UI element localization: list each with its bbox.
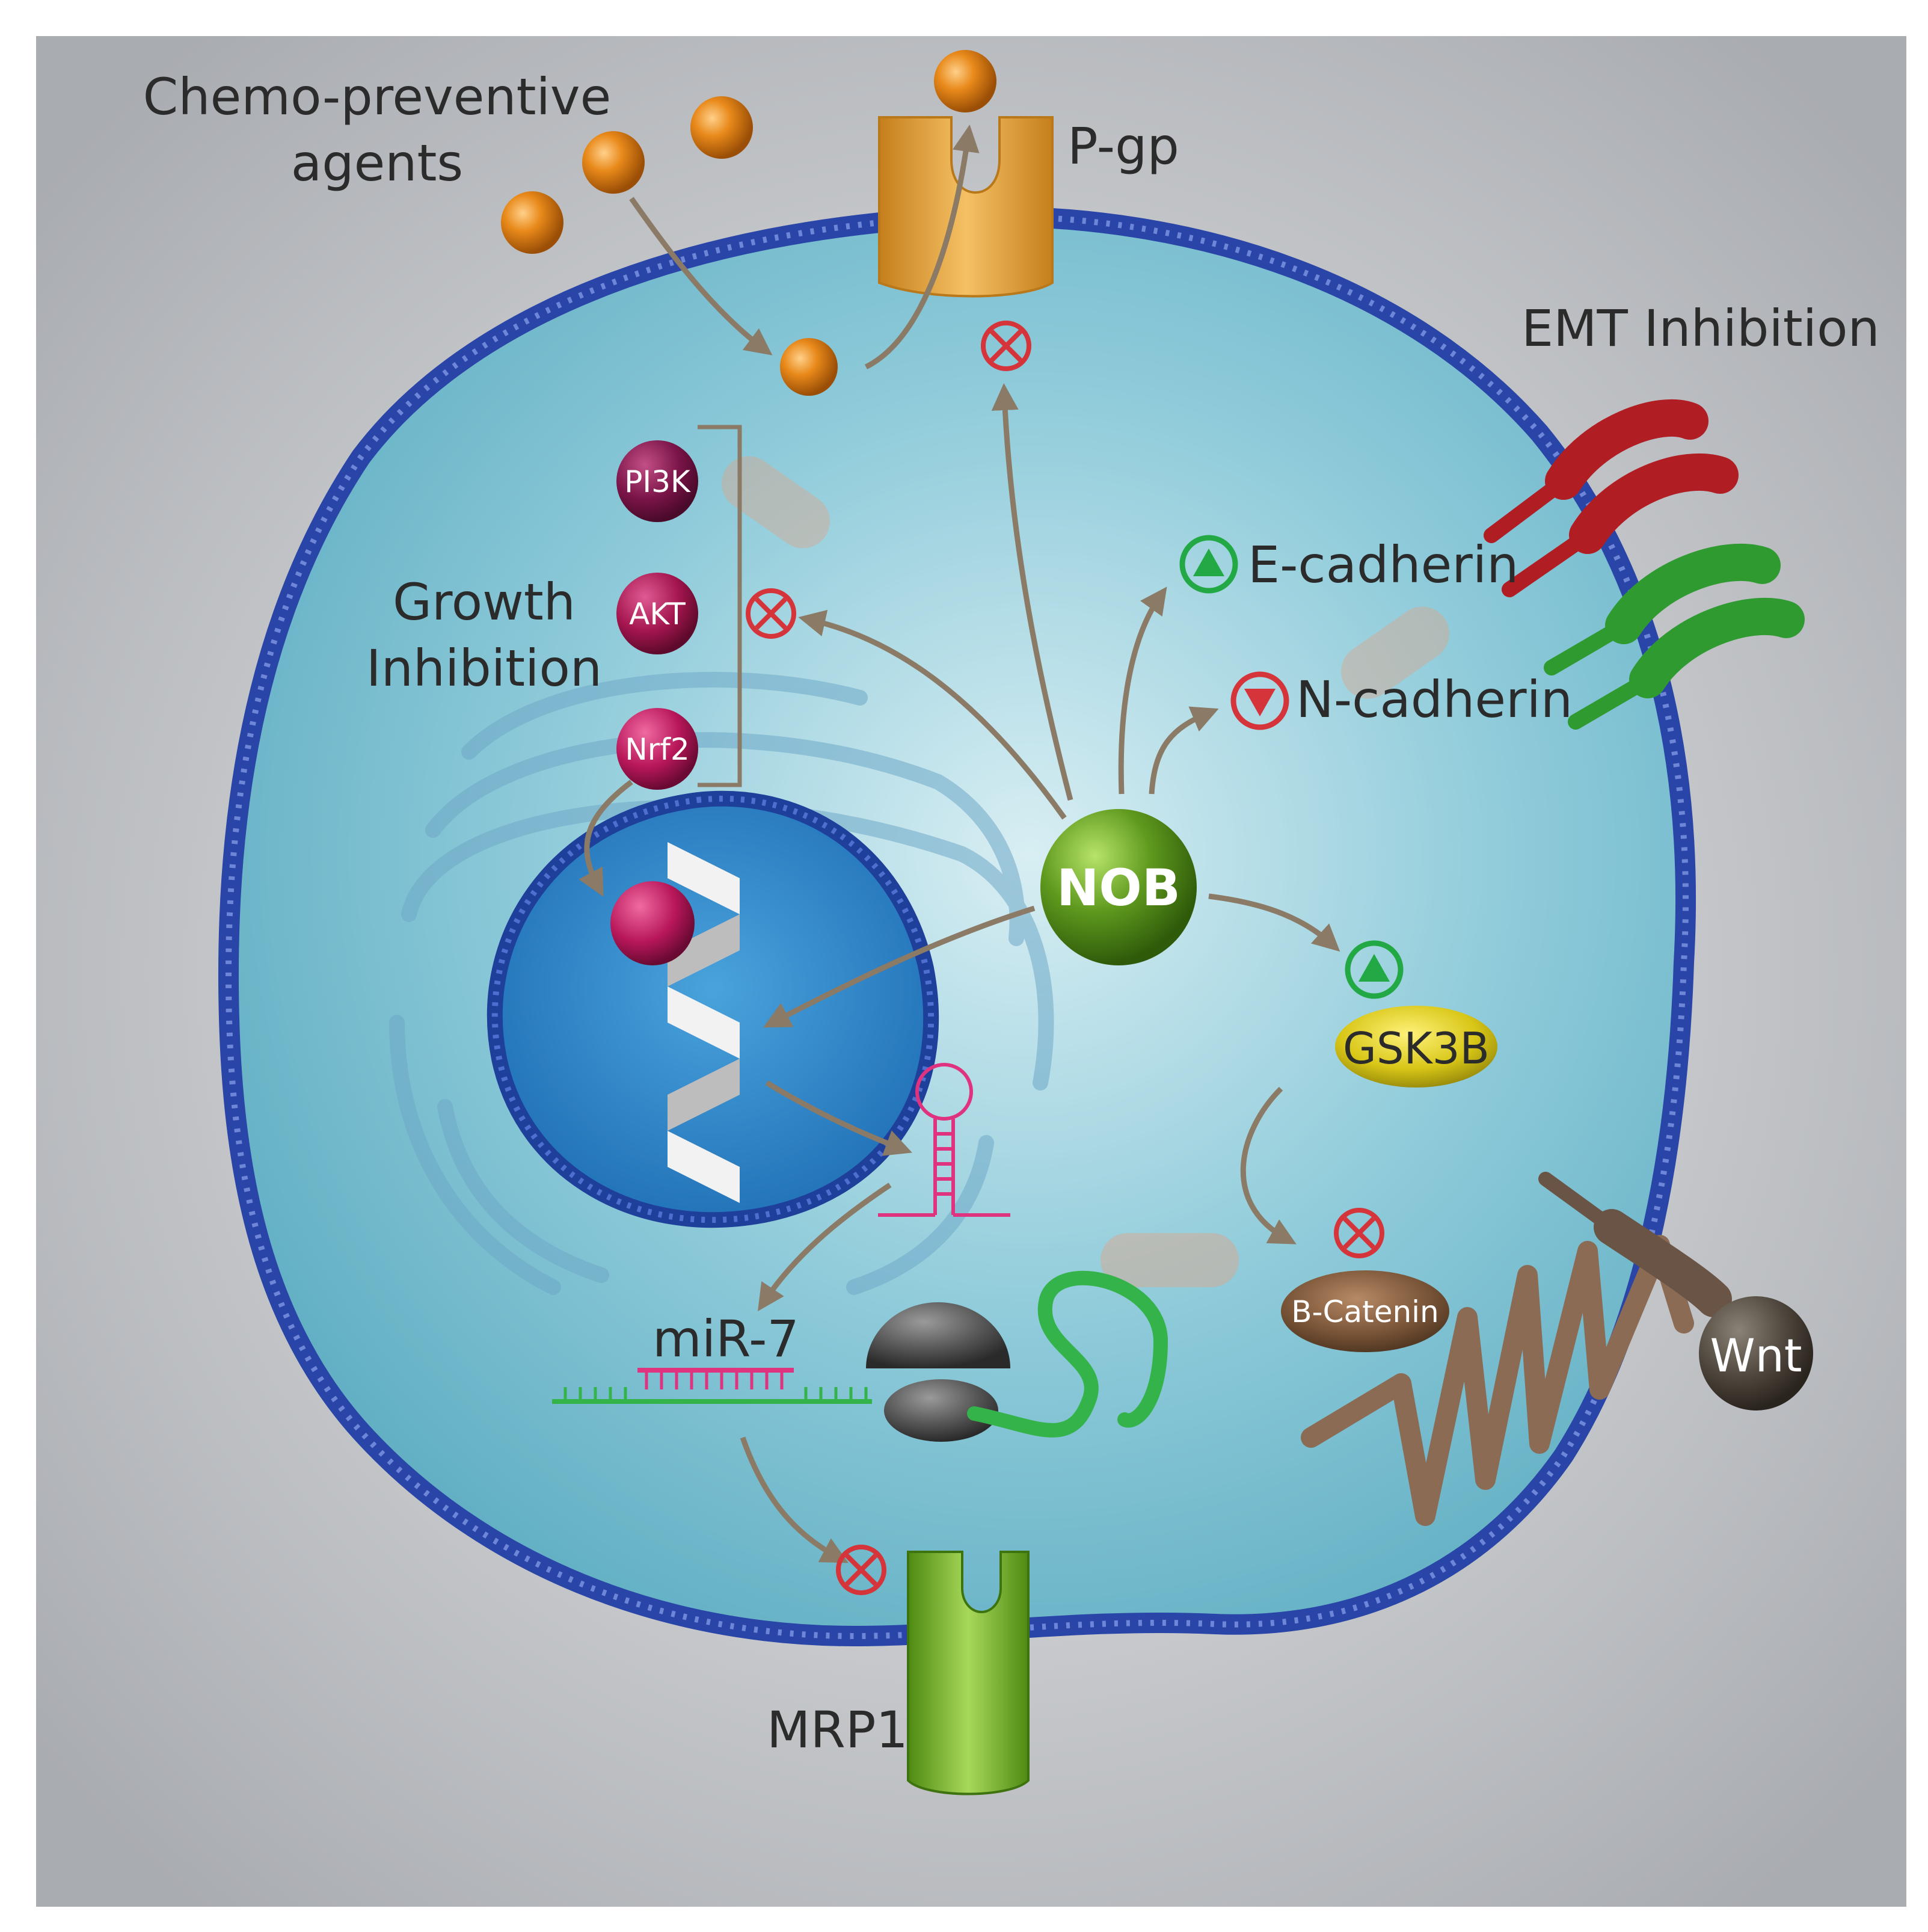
- mitochondrion-bottom: [1101, 1233, 1239, 1287]
- agent-ball: [934, 50, 996, 112]
- agent-ball: [501, 191, 563, 254]
- label-mrp1: MRP1: [767, 1700, 908, 1759]
- agent-ball: [780, 338, 838, 396]
- label-agents: agents: [291, 134, 463, 192]
- label-mir7: miR-7: [652, 1309, 799, 1368]
- endoplasmic-reticulum: [389, 672, 1054, 1295]
- label-b-catenin: B-Catenin: [1291, 1294, 1439, 1329]
- mitochondrion-right: [1340, 606, 1450, 699]
- peptide-chain: [967, 1270, 1168, 1438]
- nob-ball: [1040, 809, 1197, 965]
- agent-ball: [690, 96, 753, 159]
- pathway-arrows: [579, 125, 1340, 1563]
- n-cadherin-receptor: [1544, 543, 1805, 730]
- label-nrf2: Nrf2: [625, 732, 689, 767]
- nrf2-in-nucleus: [610, 881, 695, 965]
- wnt-ball: [1699, 1296, 1813, 1411]
- mirna-hairpin-icon: [878, 1063, 1010, 1217]
- mrna-strand: [552, 1387, 872, 1404]
- label-emt-inhibition: EMT Inhibition: [1521, 299, 1880, 358]
- label-inhibition: Inhibition: [366, 639, 602, 698]
- ribosome-icon: [866, 1302, 1010, 1442]
- mir7-strand: [637, 1368, 794, 1389]
- label-gsk3b: GSK3B: [1343, 1023, 1490, 1074]
- label-n-cadherin: N-cadherin: [1296, 670, 1573, 729]
- nrf2-ball: [616, 708, 698, 790]
- label-e-cadherin: E-cadherin: [1248, 535, 1518, 594]
- label-wnt: Wnt: [1710, 1329, 1802, 1382]
- akt-ball: [616, 573, 698, 654]
- beta-catenin-oval: [1281, 1270, 1449, 1352]
- mrp1-transporter: [907, 1551, 1030, 1795]
- frizzled-receptor: [1301, 1235, 1694, 1526]
- label-growth: Growth: [393, 573, 576, 632]
- dna-helix-icon: [668, 842, 740, 1203]
- wnt-coreceptor: [1538, 1172, 1732, 1317]
- label-nob: NOB: [1057, 858, 1180, 917]
- label-pgp: P-gp: [1067, 117, 1179, 176]
- agent-ball: [582, 131, 645, 194]
- e-cadherin-receptor: [1484, 399, 1739, 597]
- label-chemo-preventive: Chemo-preventive: [143, 67, 612, 126]
- gsk3b-oval: [1335, 1006, 1497, 1088]
- label-akt: AKT: [629, 597, 686, 632]
- pi3k-ball: [616, 440, 698, 522]
- label-pi3k: PI3K: [624, 464, 691, 499]
- mitochondrion-top: [721, 456, 830, 549]
- cell-membrane-texture: [225, 213, 1689, 1640]
- growth-bracket: [698, 425, 742, 787]
